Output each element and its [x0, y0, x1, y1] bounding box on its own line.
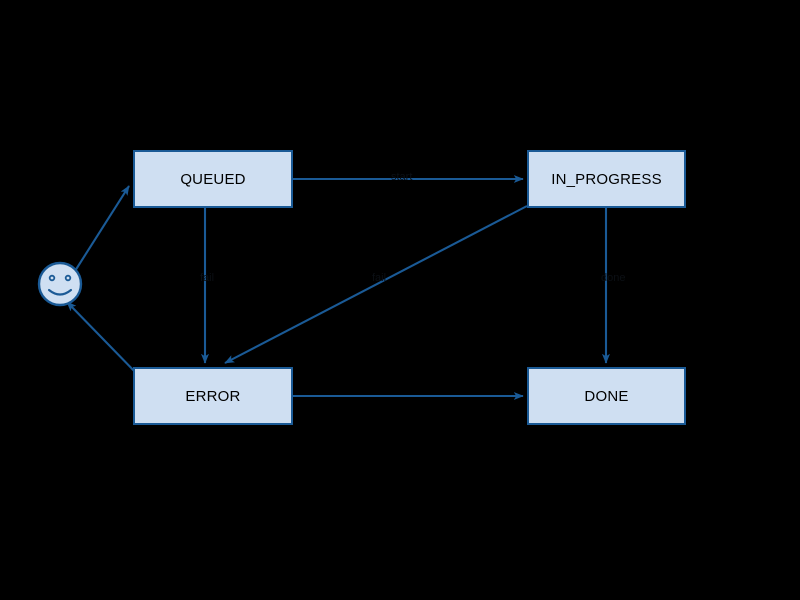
- state-label-queued: QUEUED: [180, 170, 246, 188]
- state-node-done[interactable]: DONE: [527, 367, 686, 425]
- state-label-error: ERROR: [185, 387, 241, 405]
- smiley-mouth-icon: [47, 288, 73, 296]
- state-label-in-progress: IN_PROGRESS: [551, 170, 662, 188]
- smiley-eye-left-icon: [48, 274, 56, 282]
- edge-in-progress-to-error: [224, 205, 528, 364]
- start-node-smiley-icon[interactable]: [37, 261, 83, 307]
- state-node-error[interactable]: ERROR: [133, 367, 293, 425]
- edge-start-to-queued: [74, 185, 130, 272]
- state-node-in-progress[interactable]: IN_PROGRESS: [527, 150, 686, 208]
- edge-error-to-start: [66, 301, 141, 378]
- state-node-queued[interactable]: QUEUED: [133, 150, 293, 208]
- state-label-done: DONE: [584, 387, 629, 405]
- smiley-eye-right-icon: [64, 274, 72, 282]
